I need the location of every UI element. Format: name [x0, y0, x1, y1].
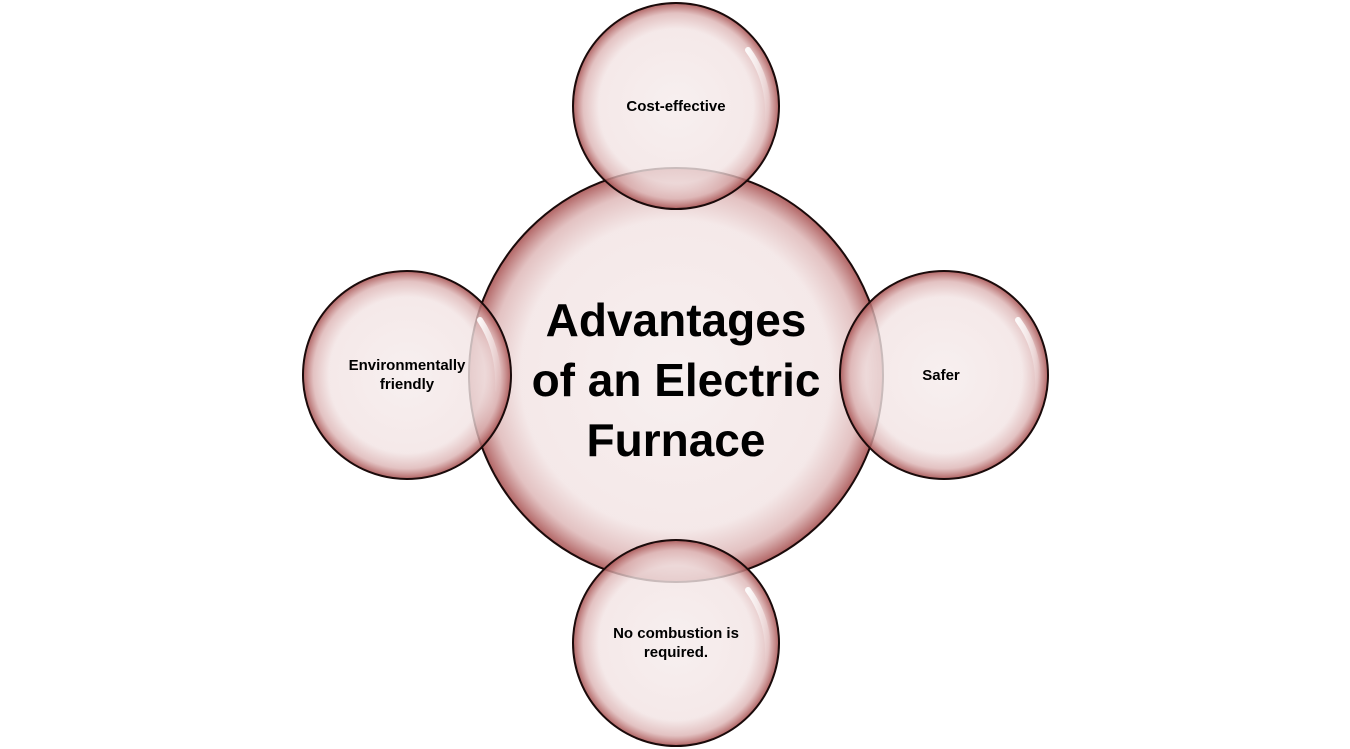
satellite-circle-right — [839, 270, 1049, 480]
highlight-right — [1015, 317, 1042, 393]
highlight-left — [477, 317, 502, 393]
satellite-label-left: Environmentally friendly — [348, 357, 466, 393]
satellite-circle-left — [302, 270, 512, 480]
highlight-top — [745, 47, 772, 123]
satellite-circle-bottom — [572, 539, 780, 747]
center-title: Advantages of an Electric Furnace — [531, 294, 821, 466]
satellite-label-top: Cost-effective — [626, 97, 726, 115]
satellite-circle-top — [572, 2, 780, 210]
satellite-label-bottom: No combustion is required. — [613, 625, 739, 661]
satellite-label-right: Safer — [922, 366, 960, 384]
highlight-bottom — [745, 587, 772, 663]
